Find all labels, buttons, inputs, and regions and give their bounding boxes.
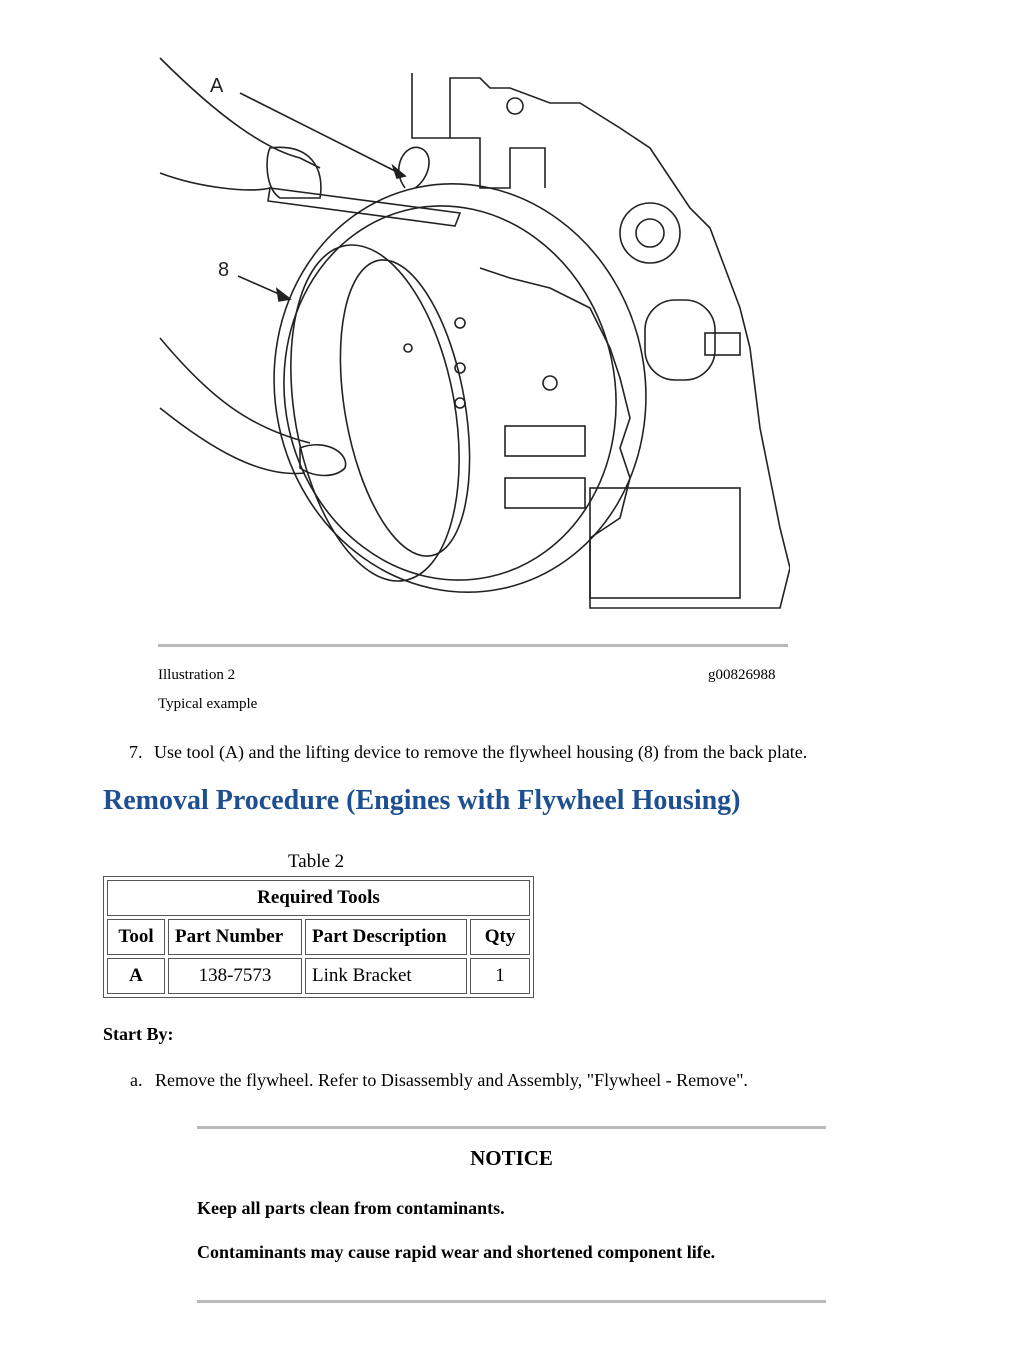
notice-line-1: Keep all parts clean from contaminants. <box>197 1198 505 1218</box>
table-cell-description: Link Bracket <box>305 958 467 994</box>
sensor-inner-circle <box>635 218 665 248</box>
table-header: Required Tools <box>107 880 530 916</box>
table-cell-qty: 1 <box>470 958 530 994</box>
section-title: Removal Procedure (Engines with Flywheel… <box>103 785 741 816</box>
callout-8-arrowhead <box>275 287 292 302</box>
housing-bore <box>290 244 460 582</box>
housing-bore-inner <box>339 259 471 557</box>
table-cell-part-number: 138-7573 <box>168 958 302 994</box>
callout-a-arrowhead <box>391 163 407 179</box>
upper-arm-lower <box>159 172 271 191</box>
housing-outer-rim <box>273 183 647 593</box>
illustration-rule <box>158 644 788 647</box>
column-header: Part Number <box>168 919 302 955</box>
engine-upper-detail <box>450 137 546 189</box>
lower-arm <box>159 337 311 444</box>
lower-hand <box>299 443 347 477</box>
illustration-id: g00826988 <box>708 667 776 683</box>
step-7-number: 7. <box>129 742 143 762</box>
callout-a-arrow <box>239 92 406 177</box>
required-tools-table: Required Tools Tool Part Number Part Des… <box>103 876 534 998</box>
notice-bottom-rule <box>197 1300 826 1303</box>
flywheel-housing-illustration: A 8 <box>159 57 790 609</box>
sensor-circle <box>619 202 681 264</box>
column-header: Tool <box>107 919 165 955</box>
table-cell-tool: A <box>107 958 165 994</box>
column-header: Qty <box>470 919 530 955</box>
upper-arm <box>159 57 321 169</box>
callout-8-label: 8 <box>218 259 229 281</box>
start-by-item-marker: a. <box>130 1070 143 1090</box>
callout-a-label: A <box>210 75 224 97</box>
housing-inner-rim <box>283 205 617 581</box>
housing-bolt-holes <box>403 317 558 409</box>
lower-block <box>589 487 741 599</box>
step-7-text: Use tool (A) and the lifting device to r… <box>154 742 808 762</box>
lifting-hook <box>398 146 430 189</box>
notice-line-2: Contaminants may cause rapid wear and sh… <box>197 1242 716 1262</box>
upper-hand <box>266 146 322 199</box>
table-row: A 138-7573 Link Bracket 1 <box>107 958 530 994</box>
link-bracket-tool <box>267 187 462 227</box>
lower-arm-lower <box>159 407 306 475</box>
illustration-caption: Typical example <box>158 696 258 712</box>
notice-top-rule <box>197 1126 826 1129</box>
starter-body <box>644 299 716 381</box>
starter-bolt <box>704 332 741 356</box>
start-by-label: Start By: <box>103 1024 174 1044</box>
illustration-label: Illustration 2 <box>158 667 236 683</box>
engine-block-outline <box>411 73 790 609</box>
fitting-circle <box>506 97 524 115</box>
column-header: Part Description <box>305 919 467 955</box>
notice-title: NOTICE <box>470 1146 553 1170</box>
bracket-lower <box>504 477 586 509</box>
start-by-item-text: Remove the flywheel. Refer to Disassembl… <box>155 1070 748 1090</box>
bracket-upper <box>504 425 586 457</box>
table-title: Table 2 <box>288 851 345 872</box>
